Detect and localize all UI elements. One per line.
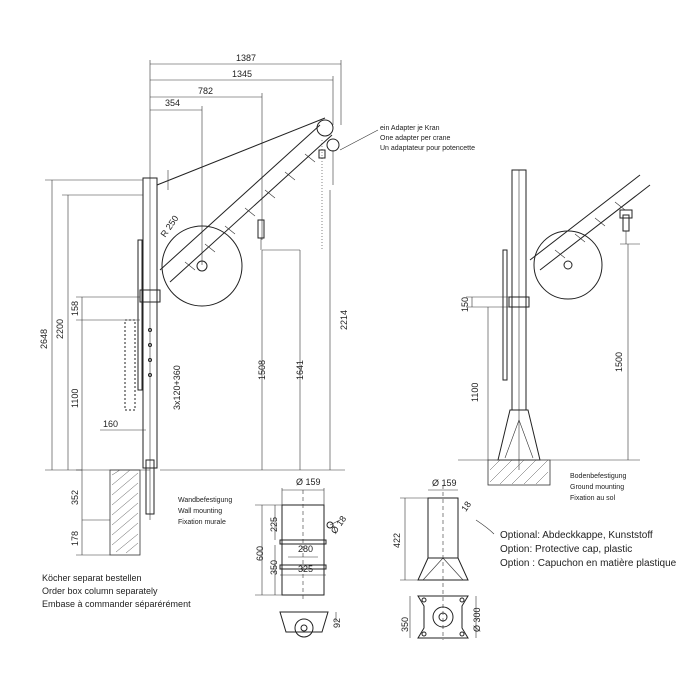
dim-350-base: 350: [400, 617, 410, 632]
wall-section: [109, 469, 141, 556]
ground-base-detail: Ø 159 422 350 Ø 300 18: [392, 478, 482, 640]
adapter-note-de: ein Adapter je Kran: [380, 125, 440, 132]
dim-1500: 1500: [614, 352, 624, 372]
box-note-de: Köcher separat bestellen: [42, 573, 142, 583]
dim-phi300: Ø 300: [472, 607, 482, 632]
dim-phi159-a: Ø 159: [296, 477, 321, 487]
ground-note-en: Ground mounting: [570, 484, 624, 491]
box-note-en: Order box column separately: [42, 586, 158, 596]
dim-phi159-b: Ø 159: [432, 478, 457, 488]
dim-422: 422: [392, 533, 402, 548]
box-column-note: Köcher separat bestellen Order box colum…: [42, 573, 191, 609]
wall-note-de: Wandbefestigung: [178, 497, 232, 504]
dim-1641: 1641: [295, 360, 305, 380]
left-vertical-dimensions: 2648 2200 158 1100 160 352 178 3x120+360: [39, 179, 182, 556]
option-note-fr: Option : Capuchon en matière plastique: [500, 558, 677, 569]
dim-354: 354: [165, 98, 180, 108]
dim-600: 600: [255, 546, 265, 561]
wall-bracket-detail: Ø 159 225 600 350 280 325 Ø 18 92: [255, 477, 348, 638]
dim-160: 160: [103, 419, 118, 429]
adapter-note-fr: Un adaptateur pour potencette: [380, 145, 475, 152]
ground-crane: [487, 169, 651, 486]
dim-phi18: Ø 18: [329, 514, 348, 536]
option-note-de: Optional: Abdeckkappe, Kunststoff: [500, 530, 653, 541]
dim-782: 782: [198, 86, 213, 96]
wall-note-fr: Fixation murale: [178, 519, 226, 526]
dim-1100: 1100: [70, 389, 80, 408]
dim-1508: 1508: [257, 360, 267, 380]
hook-height-dimensions: 1508 1641 2214: [160, 190, 349, 471]
box-note-fr: Embase à commander séparérément: [42, 599, 191, 609]
ground-note-fr: Fixation au sol: [570, 495, 616, 502]
option-note: Optional: Abdeckkappe, Kunststoff Option…: [475, 519, 677, 569]
dim-325: 325: [298, 564, 313, 574]
dim-150: 150: [460, 297, 470, 312]
wall-mounting-note: Wandbefestigung Wall mounting Fixation m…: [178, 497, 232, 526]
adapter-note-en: One adapter per crane: [380, 135, 451, 142]
dim-1387: 1387: [236, 53, 256, 63]
option-note-en: Option: Protective cap, plastic: [500, 544, 632, 555]
dim-350: 350: [269, 560, 279, 575]
adapter-note: ein Adapter je Kran One adapter per cran…: [339, 125, 475, 152]
ground-crane-dimensions: 150 1100 1500: [458, 243, 640, 461]
dim-18-base: 18: [459, 499, 473, 513]
ground-mounting-note: Bodenbefestigung Ground mounting Fixatio…: [570, 473, 627, 502]
ground-note-de: Bodenbefestigung: [570, 473, 627, 480]
dim-1100-ground: 1100: [470, 383, 480, 402]
dim-178: 178: [70, 531, 80, 546]
main-column: [124, 177, 161, 520]
top-dimensions: 1387 1345 782 354: [149, 53, 342, 265]
dim-92: 92: [332, 618, 342, 628]
jib-arm: R 250: [156, 117, 340, 307]
dim-1345: 1345: [232, 69, 252, 79]
dim-280: 280: [298, 544, 313, 554]
dim-holes: 3x120+360: [172, 365, 182, 410]
wall-note-en: Wall mounting: [178, 508, 222, 515]
dim-2214: 2214: [339, 310, 349, 330]
dim-225: 225: [269, 517, 279, 532]
dim-2200: 2200: [55, 319, 65, 339]
dim-352: 352: [70, 490, 80, 505]
dim-158: 158: [70, 301, 80, 316]
dim-2648: 2648: [39, 329, 49, 349]
